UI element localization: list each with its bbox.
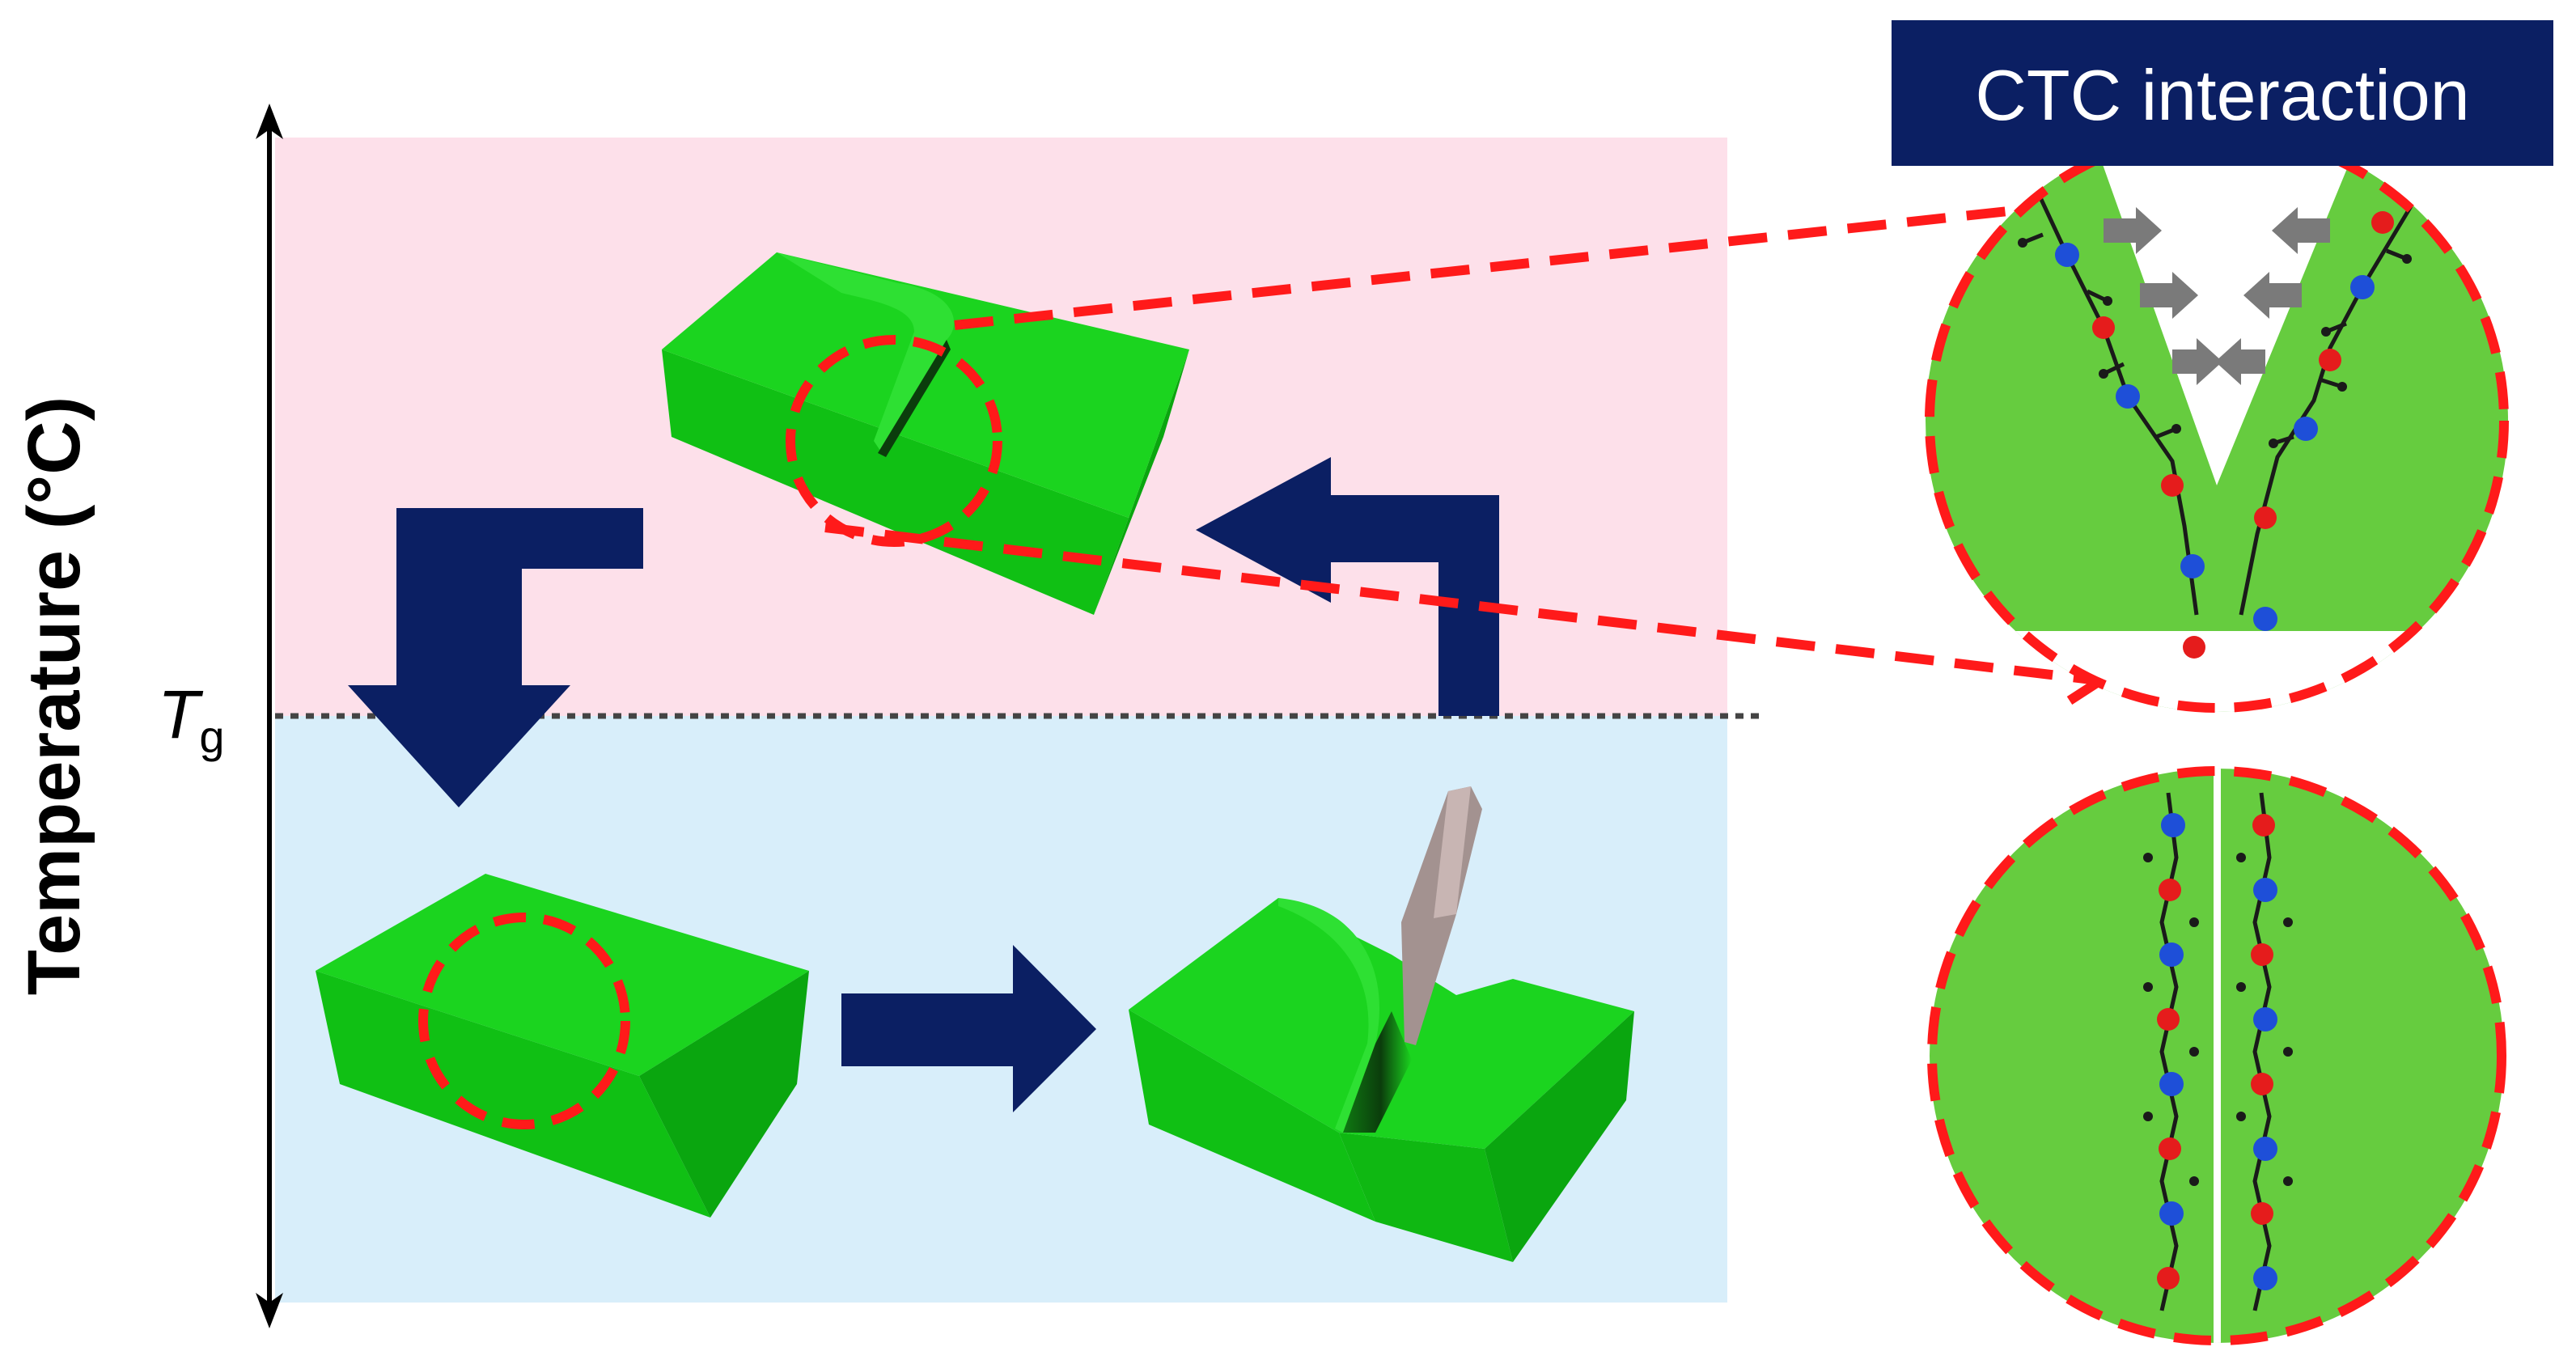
healed-block-highlight-circle [418, 913, 630, 1129]
ctc-interaction-label-box [1892, 20, 2553, 166]
temperature-axis [256, 104, 283, 1328]
tg-label: Tg [158, 676, 224, 762]
axis-title: Temperature (°C) [13, 396, 95, 996]
tg-label-main: T [158, 676, 204, 752]
heating-arrow [1196, 457, 1499, 716]
zoom-line-upper [954, 204, 2032, 330]
tg-label-sub: g [199, 711, 224, 762]
ctc-zoom-circle-closed [1927, 766, 2506, 1345]
cut-block [1129, 898, 1634, 1262]
ctc-interaction-label: CTC interaction [1975, 55, 2469, 135]
right-chain-atoms [2253, 211, 2394, 631]
cooling-arrow [348, 508, 643, 807]
healed-block [316, 874, 809, 1218]
heated-block-highlight-circle [786, 335, 1002, 547]
zoom-line-lower [824, 523, 2092, 684]
left-chain-atoms [2055, 243, 2205, 659]
right-aligned-chain-atoms [2251, 814, 2277, 1290]
blade-icon [1401, 786, 1482, 1045]
ctc-zoom-circle-open [1925, 129, 2509, 713]
ctc-attraction-arrows [2104, 207, 2330, 385]
cutting-arrow [841, 945, 1096, 1112]
left-aligned-chain-atoms [2157, 813, 2185, 1290]
